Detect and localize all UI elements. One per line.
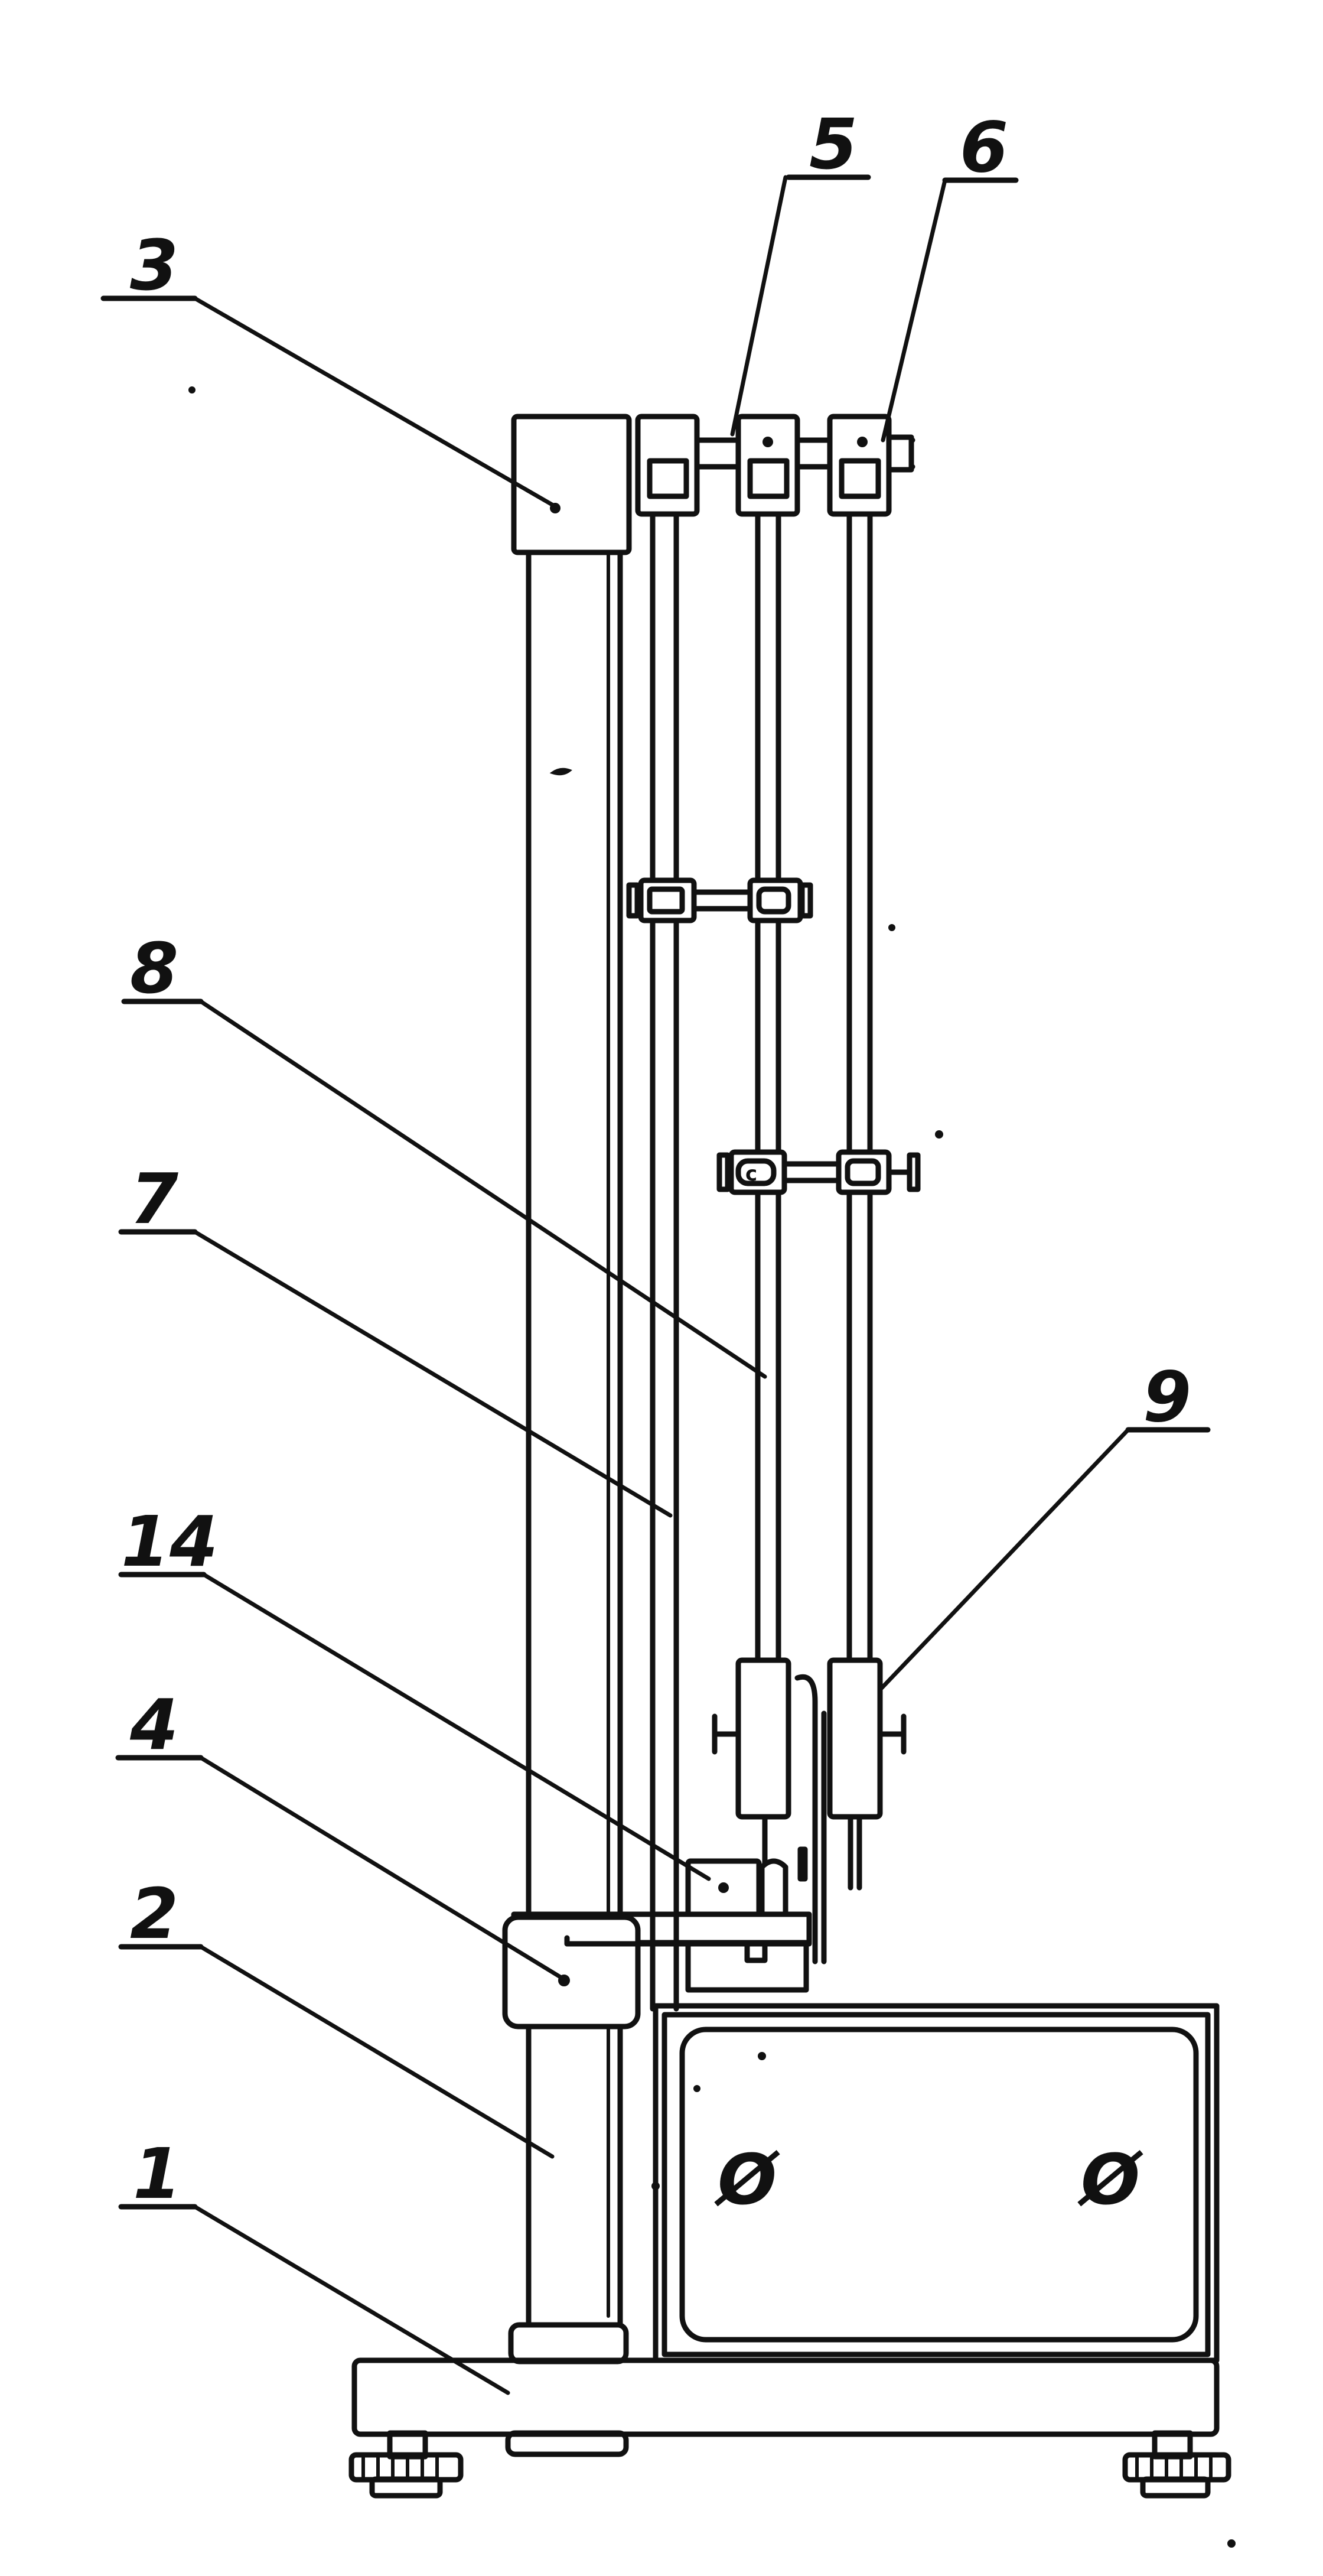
sample-grips [712, 1657, 907, 1964]
sensor-block [685, 1858, 788, 1917]
right-foot [1122, 2430, 1231, 2499]
carriage-arm [502, 1911, 812, 2029]
leader-lines [100, 174, 1211, 2395]
callout-6: 6 [960, 106, 1008, 188]
base-plate [351, 2357, 1220, 2457]
cross-clamp-lower: c [716, 1149, 921, 1195]
cross-clamp-upper [626, 877, 813, 923]
callout-5: 5 [809, 103, 858, 185]
callout-7: 7 [130, 1158, 178, 1240]
vertical-rods [650, 505, 873, 2012]
svg-text:c: c [745, 1162, 757, 1186]
top-clamp-heads [635, 414, 915, 517]
callout-1: 1 [133, 2133, 181, 2214]
callout-3: 3 [130, 225, 178, 306]
callout-9: 9 [1143, 1356, 1191, 1437]
callout-4: 4 [129, 1684, 178, 1765]
cabinet-knob-left[interactable]: Ø [714, 2139, 780, 2220]
left-foot [348, 2430, 464, 2499]
cabinet-knob-right[interactable]: Ø [1077, 2139, 1143, 2220]
callout-14: 14 [121, 1501, 218, 1582]
callout-2: 2 [130, 1873, 178, 1954]
instrument-cabinet [651, 2003, 1220, 2363]
callout-8: 8 [130, 928, 178, 1009]
column-head-block [511, 414, 632, 555]
